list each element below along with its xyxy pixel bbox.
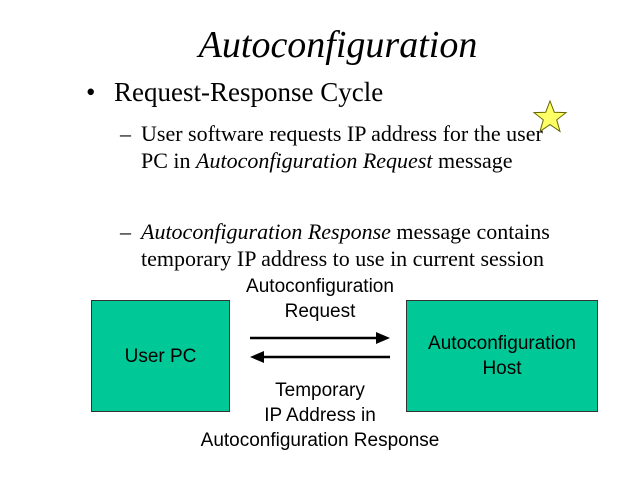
subbullet-text-italic: Autoconfiguration Request bbox=[196, 148, 433, 173]
request-label: Autoconfiguration Request bbox=[246, 276, 394, 322]
bullet-text: Request-Response Cycle bbox=[114, 77, 384, 107]
user-pc-box: User PC bbox=[91, 300, 230, 412]
autoconfiguration-host-label: Autoconfiguration Host bbox=[428, 333, 576, 379]
subbullet-marker: – bbox=[120, 121, 131, 146]
subbullet-text-part: message bbox=[432, 148, 513, 173]
star-shape bbox=[532, 99, 568, 133]
response-label: Temporary IP Address in Autoconfiguratio… bbox=[200, 380, 440, 451]
request-arrow bbox=[250, 332, 390, 344]
subbullet-marker: – bbox=[120, 219, 131, 244]
message-arrows bbox=[250, 332, 390, 363]
bullet-marker: • bbox=[86, 77, 96, 107]
subbullet-text: Autoconfiguration Response message conta… bbox=[141, 218, 561, 272]
response-arrow bbox=[250, 351, 390, 363]
star-icon bbox=[532, 99, 568, 133]
subbullet-text-part: User software requests IP address for th… bbox=[141, 121, 543, 173]
subbullet-text-italic: Autoconfiguration Response bbox=[141, 219, 391, 244]
bullet-request-response-cycle: • Request-Response Cycle bbox=[86, 76, 383, 108]
subbullet-text: User software requests IP address for th… bbox=[141, 120, 561, 174]
slide-title: Autoconfiguration bbox=[198, 24, 478, 66]
autoconfiguration-host-box: Autoconfiguration Host bbox=[406, 300, 598, 412]
subbullet-text-part: message contains temporary IP address to… bbox=[141, 219, 550, 271]
user-pc-label: User PC bbox=[124, 345, 197, 367]
